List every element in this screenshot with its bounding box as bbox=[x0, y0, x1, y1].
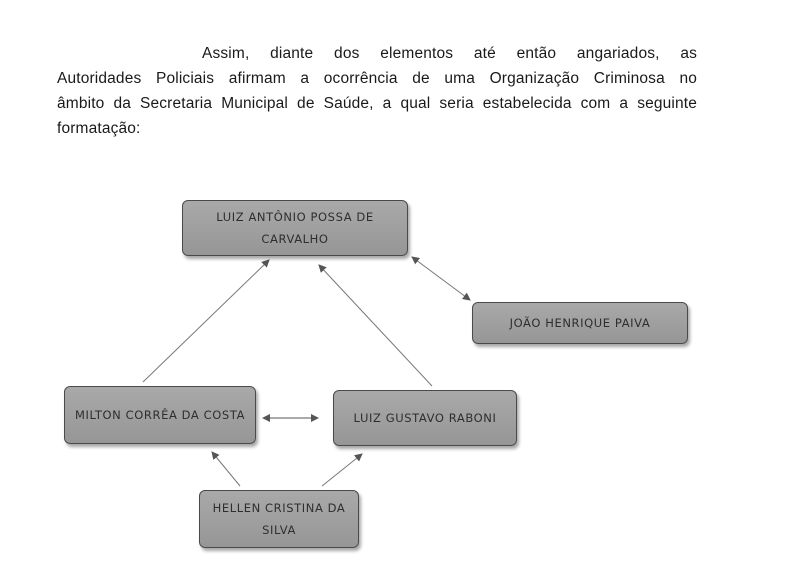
node-hellen: HELLEN CRISTINA DA SILVA bbox=[199, 490, 359, 548]
node-luiz-antonio: LUIZ ANTÔNIO POSSA DE CARVALHO bbox=[182, 200, 408, 256]
node-luiz-antonio-label: LUIZ ANTÔNIO POSSA DE CARVALHO bbox=[216, 210, 374, 246]
node-milton-label: MILTON CORRÊA DA COSTA bbox=[74, 408, 246, 422]
connector-hellen-to-milton bbox=[211, 451, 241, 487]
node-luiz-gustavo-label: LUIZ GUSTAVO RABONI bbox=[353, 411, 497, 425]
connector-luiz-antonio-joao bbox=[411, 256, 471, 301]
body-paragraph: Assim, diante dos elementos até então an… bbox=[57, 41, 697, 141]
node-luiz-gustavo: LUIZ GUSTAVO RABONI bbox=[333, 390, 517, 446]
node-joao-henrique: JOÃO HENRIQUE PAIVA bbox=[472, 302, 688, 344]
paragraph-line-4: formatação: bbox=[57, 120, 141, 137]
node-hellen-label: HELLEN CRISTINA DA SILVA bbox=[212, 501, 346, 537]
connector-milton-to-luiz-antonio bbox=[142, 259, 270, 383]
node-milton: MILTON CORRÊA DA COSTA bbox=[64, 386, 256, 444]
paragraph-line-2: Autoridades Policiais afirmam a ocorrênc… bbox=[57, 70, 697, 87]
node-joao-henrique-label: JOÃO HENRIQUE PAIVA bbox=[509, 316, 651, 330]
connector-hellen-to-luiz-gustavo bbox=[321, 453, 363, 487]
connector-luiz-gustavo-to-luiz-antonio bbox=[318, 264, 433, 387]
paragraph-line-1: Assim, diante dos elementos até então an… bbox=[202, 45, 697, 62]
paragraph-line-3: âmbito da Secretaria Municipal de Saúde,… bbox=[57, 95, 697, 112]
